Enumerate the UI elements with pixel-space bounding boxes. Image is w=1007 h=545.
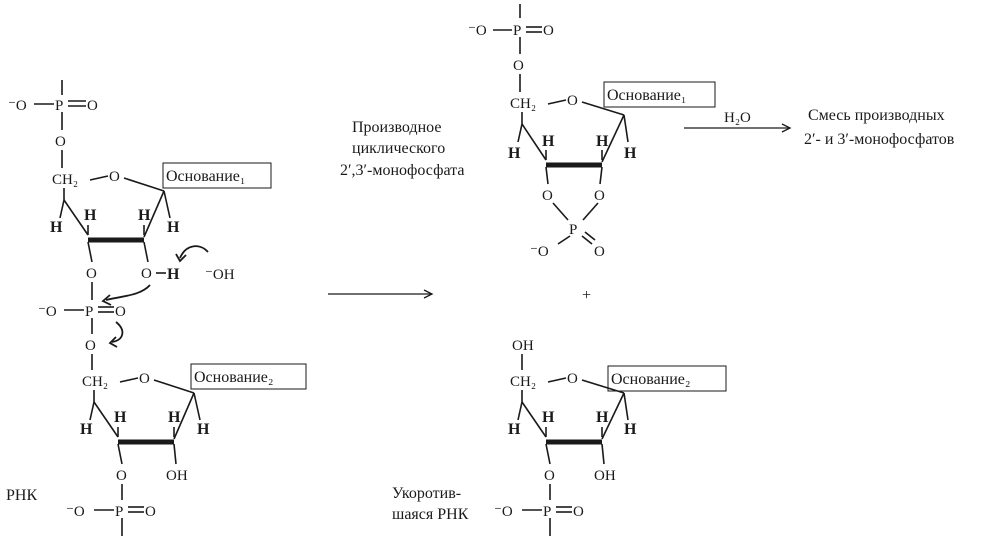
base-box-2	[607, 365, 727, 392]
atom-h: H	[167, 266, 180, 283]
atom-o: O	[513, 58, 524, 74]
atom-o-minus: ⁻O	[530, 244, 549, 260]
mixture-label-line1: Смесь производных	[808, 107, 945, 124]
atom-h: H	[138, 207, 151, 224]
cyclic-label-line3: 2′,3′-монофосфата	[340, 162, 464, 179]
curly-arrow-hydroxide	[179, 245, 209, 259]
base-1-label: Основание₁	[166, 168, 245, 185]
atom-o: O	[544, 468, 555, 484]
shortened-label-line2: шаяся РНК	[392, 506, 469, 523]
atom-ch2: CH₂	[52, 172, 78, 188]
atom-h: H	[508, 145, 521, 162]
base-2-label: Основание₂	[611, 371, 690, 388]
reaction-arrow	[328, 289, 434, 299]
atom-oh: OH	[594, 468, 616, 484]
ring-oxygen: O	[567, 93, 578, 109]
atom-o: O	[145, 504, 156, 520]
atom-p: P	[85, 304, 93, 320]
cyclic-phosphate-structure: ⁻O P O O CH₂ O Основание₁ H H H H O O P	[340, 4, 716, 260]
atom-ch2: CH₂	[510, 96, 536, 112]
atom-oh: OH	[166, 468, 188, 484]
atom-o-minus: ⁻O	[8, 98, 27, 114]
atom-o: O	[116, 468, 127, 484]
atom-h: H	[167, 219, 180, 236]
atom-h: H	[80, 421, 93, 438]
atom-p: P	[55, 98, 63, 114]
base-box-2	[190, 363, 307, 390]
mixture-label-line2: 2′- и 3′-монофосфатов	[804, 131, 955, 148]
atom-h: H	[84, 207, 97, 224]
atom-o-minus: ⁻O	[468, 23, 487, 39]
atom-p: P	[115, 504, 123, 520]
atom-p: P	[513, 23, 521, 39]
shortened-label-line1: Укоротив-	[392, 485, 461, 502]
hydroxide-ion: ⁻OH	[205, 267, 235, 283]
atom-h: H	[624, 145, 637, 162]
atom-o-minus: ⁻O	[494, 504, 513, 520]
rna-label: РНК	[6, 487, 37, 504]
atom-h: H	[542, 133, 555, 150]
atom-h: H	[168, 409, 181, 426]
atom-o: O	[115, 304, 126, 320]
water-label: H₂O	[724, 110, 751, 126]
atom-h: H	[197, 421, 210, 438]
atom-o: O	[594, 188, 605, 204]
plus-sign: +	[582, 287, 591, 304]
base-1-label: Основание₁	[607, 87, 686, 104]
ring-oxygen: O	[567, 371, 578, 387]
curly-arrow-oxygen	[105, 284, 151, 301]
atom-o: O	[542, 188, 553, 204]
atom-o: O	[87, 98, 98, 114]
base-box-1	[162, 162, 272, 189]
atom-ch2: CH₂	[510, 374, 536, 390]
atom-h: H	[596, 133, 609, 150]
shortened-rna-structure: OH CH₂ O Основание₂ H H H H O OH ⁻O P O …	[392, 338, 727, 536]
ring-oxygen: O	[109, 169, 120, 185]
atom-h: H	[624, 421, 637, 438]
atom-h: H	[114, 409, 127, 426]
atom-oh: OH	[512, 338, 534, 354]
atom-o: O	[543, 23, 554, 39]
atom-p: P	[543, 504, 551, 520]
atom-o: O	[55, 134, 66, 150]
hydrolysis-arrow: H₂O	[684, 110, 792, 133]
curly-arrow-cleavage	[111, 321, 124, 343]
atom-h: H	[508, 421, 521, 438]
ring-oxygen: O	[139, 371, 150, 387]
cyclic-label-line2: циклического	[352, 140, 445, 157]
atom-o: O	[573, 504, 584, 520]
atom-o-minus: ⁻O	[38, 304, 57, 320]
atom-h: H	[542, 409, 555, 426]
base-2-label: Основание₂	[194, 369, 273, 386]
atom-h: H	[50, 219, 63, 236]
cyclic-label-line1: Производное	[352, 119, 441, 136]
atom-o: O	[594, 244, 605, 260]
atom-p: P	[569, 222, 577, 238]
rna-structure: ⁻O P O O CH₂ O Основание₁ H H H H O O	[6, 80, 307, 536]
atom-o: O	[141, 266, 152, 282]
atom-h: H	[596, 409, 609, 426]
atom-o: O	[86, 266, 97, 282]
base-box-1	[603, 81, 716, 108]
atom-ch2: CH₂	[82, 374, 108, 390]
atom-o-minus: ⁻O	[66, 504, 85, 520]
atom-o: O	[85, 338, 96, 354]
